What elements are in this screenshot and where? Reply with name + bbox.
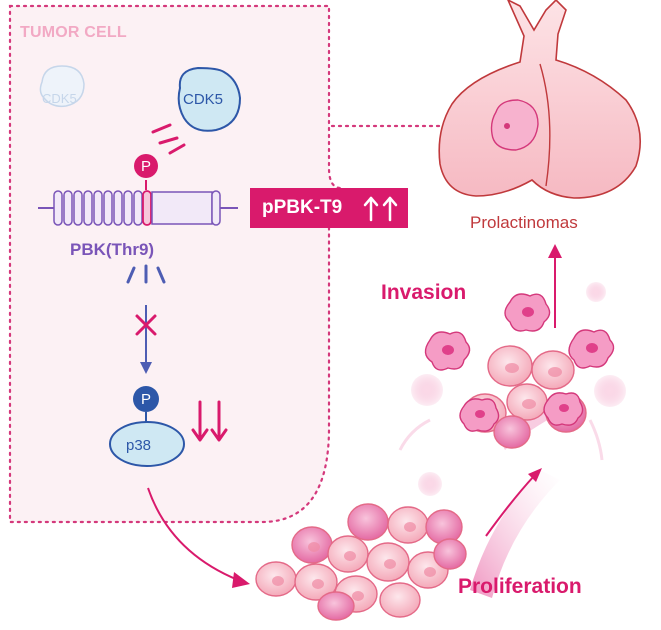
proliferating-cells — [255, 503, 467, 621]
pituitary-gland — [438, 0, 642, 199]
cdk5-inactive-shape — [39, 65, 85, 108]
cross-inhibition-icon — [135, 314, 157, 336]
cdk5-inactive-label: CDK5 — [42, 91, 77, 106]
inhibited-arrow-head — [140, 362, 152, 374]
phosphate-bottom-circle — [133, 386, 159, 412]
tumor-cell-label: TUMOR CELL — [20, 24, 127, 41]
proliferation-arrow-line — [485, 475, 535, 537]
ppbk-badge — [250, 188, 408, 228]
proliferation-arrow-head — [528, 468, 542, 482]
cdk5-active-shape — [177, 66, 242, 132]
effect-curve-arrow — [147, 487, 239, 581]
phospho-bottom-label: P — [141, 391, 152, 408]
effect-curve-arrowhead — [232, 572, 250, 588]
double-up-arrow-icon — [363, 196, 398, 222]
signal-dashes — [126, 264, 166, 284]
phosphate-top-circle — [134, 154, 158, 178]
double-down-arrow-icon — [191, 400, 228, 442]
prolactinomas-label: Prolactinomas — [470, 213, 578, 232]
kinase-interaction-marks — [151, 123, 186, 155]
invasion-label: Invasion — [381, 281, 467, 304]
p38-label: p38 — [126, 437, 152, 454]
proliferation-label: Proliferation — [458, 575, 582, 598]
ppbk-label: pPBK-T9 — [262, 197, 343, 218]
cdk5-active-label: CDK5 — [183, 91, 224, 108]
pbk-protein — [38, 190, 238, 226]
p38-shape — [109, 421, 185, 467]
pbk-label: PBK(Thr9) — [70, 240, 155, 259]
ghost-cells — [411, 282, 626, 496]
amoeboid-nuclei — [442, 307, 598, 418]
phospho-top-label: P — [141, 158, 152, 175]
invasion-arrow-head — [548, 244, 562, 258]
